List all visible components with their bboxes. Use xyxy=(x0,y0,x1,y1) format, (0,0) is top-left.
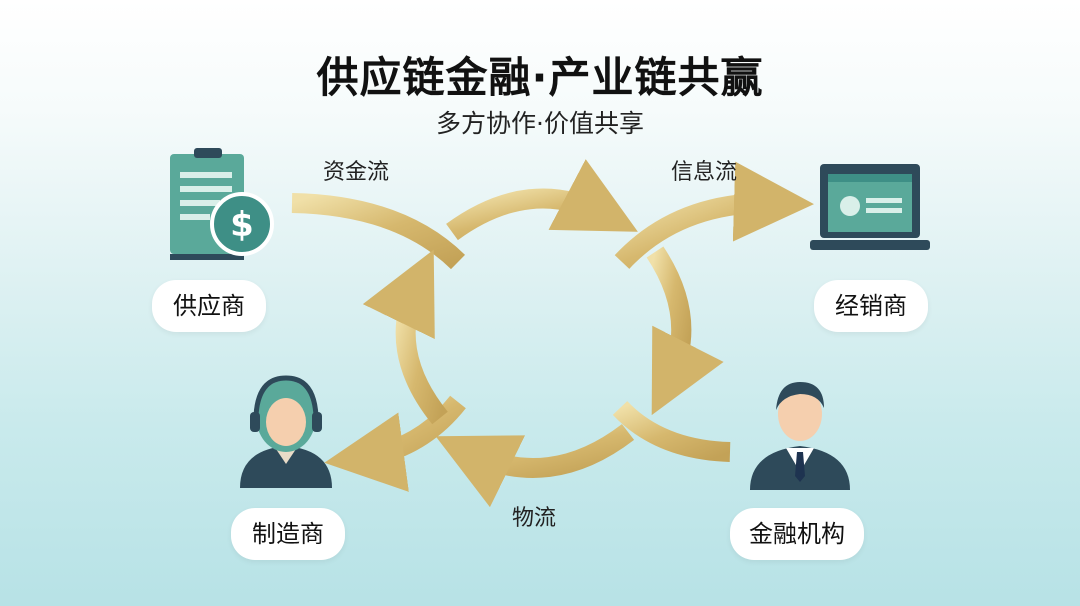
arrow-supplier-to-center xyxy=(291,193,466,270)
supplier-clipboard-dollar-icon: $ xyxy=(170,148,274,260)
label-supplier: 供应商 xyxy=(152,280,266,332)
distributor-laptop-icon xyxy=(810,164,930,250)
arrow-center-bottom xyxy=(435,424,635,508)
flow-label-capital: 资金流 xyxy=(323,160,390,185)
label-financial-institution: 金融机构 xyxy=(730,508,864,560)
arrow-to-manufacturer xyxy=(324,395,466,492)
arrow-finance-to-center xyxy=(612,400,731,462)
arrow-center-left xyxy=(362,249,448,425)
label-distributor: 经销商 xyxy=(814,280,928,332)
arrow-to-distributor xyxy=(614,161,814,269)
manufacturer-headset-person-icon xyxy=(240,375,332,488)
diagram-title: 供应链金融·产业链共赢 xyxy=(316,53,764,102)
diagram-subtitle: 多方协作·价值共享 xyxy=(436,109,644,138)
financial-institution-businessman-icon xyxy=(750,382,850,490)
flow-label-logistics: 物流 xyxy=(512,506,557,531)
svg-text:$: $ xyxy=(230,205,254,245)
label-manufacturer: 制造商 xyxy=(231,508,345,560)
flow-label-information: 信息流 xyxy=(671,160,738,185)
arrow-center-right xyxy=(646,246,724,416)
arrow-center-top xyxy=(446,159,638,241)
